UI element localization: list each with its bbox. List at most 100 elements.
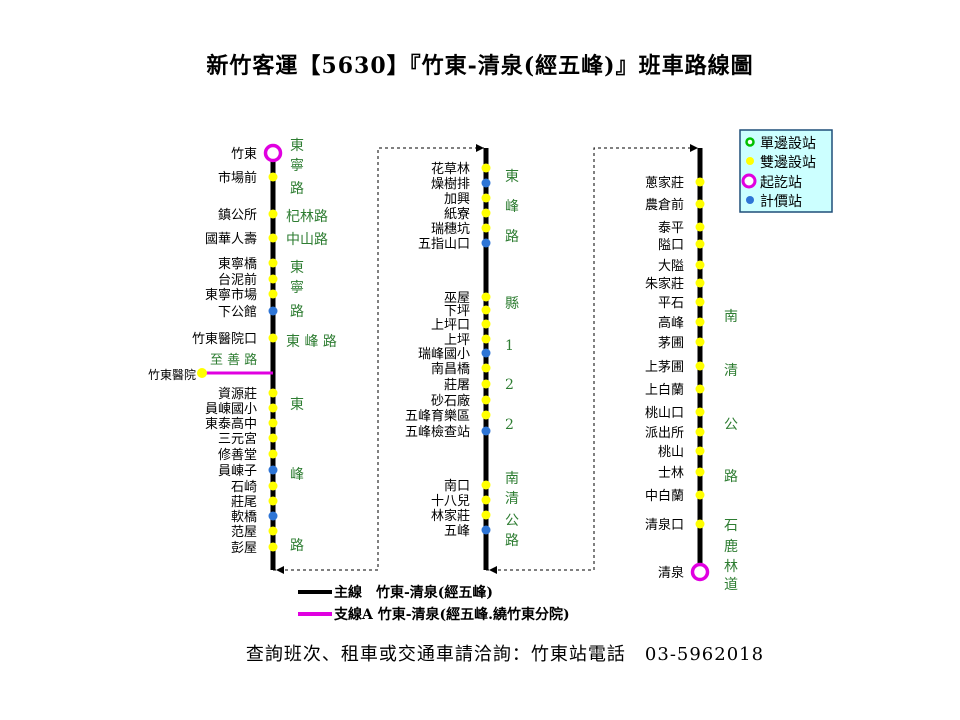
stop-label: 蔥家莊 [645,175,684,191]
stop-marker: 下坪 [444,304,491,319]
double-stop-icon [268,496,278,506]
stop-label: 朱家莊 [645,276,684,292]
stop-marker: 加興 [444,192,491,207]
stop-label: 國華人壽 [205,232,257,247]
stop-marker: 上坪口 [431,318,491,333]
stop-label: 修善堂 [218,447,257,463]
stop-label: 員崠國小 [205,402,257,417]
stop-label: 市場前 [218,170,257,186]
double-stop-icon [695,317,705,327]
stop-label: 南昌橋 [431,361,470,377]
stop-marker: 紙寮 [444,206,491,222]
double-stop-icon [481,379,491,389]
stop-label: 泰平 [658,221,684,236]
stop-label: 員崠子 [218,464,257,479]
stop-label: 資源莊 [218,387,257,402]
stop-label: 下公館 [218,305,257,320]
road-label: 清 [724,363,738,379]
terminal-stop-icon [263,143,283,163]
double-stop-icon [268,418,278,428]
stop-label: 紙寮 [444,206,470,222]
column3-stops: 蔥家莊農倉前泰平隘口大隘朱家莊平石高峰茅圃上茅圃上白蘭桃山口派出所桃山士林中白蘭… [645,175,710,582]
stop-label: 清泉口 [645,517,684,533]
stop-marker: 竹東 [231,143,283,163]
double-stop-icon [695,361,705,371]
road-label: 2 [505,417,514,433]
stop-label: 三元宮 [218,431,257,447]
stop-marker: 十八兒 [431,494,491,509]
stop-label: 隘口 [658,238,684,253]
legend-single-label: 單邊設站 [760,136,816,152]
double-stop-icon [481,395,491,405]
stop-label: 加興 [444,192,470,207]
stop-label: 士林 [658,466,684,481]
road-label: 道 [724,577,738,593]
stop-label: 莊尾 [231,495,257,510]
double-stop-icon [481,510,491,520]
connector-2-3 [486,147,700,571]
double-stop-icon [268,172,278,182]
arrow-head-4 [690,144,698,152]
stop-marker: 桃山 [658,445,705,460]
stop-marker: 三元宮 [218,431,278,447]
fare-stop-icon [481,525,491,535]
stop-label: 石崎 [231,480,257,495]
double-stop-icon [695,278,705,288]
line-legend-branch: 支線A 竹東-清泉(經五峰.繞竹東分院) [333,606,570,623]
branch-stop-label: 竹東醫院 [148,368,196,382]
stop-marker: 花草林 [431,161,491,177]
stop-label: 平石 [658,296,684,311]
road-label: 南 [724,309,738,325]
double-stop-icon [481,495,491,505]
double-stop-icon [695,467,705,477]
stop-marker: 朱家莊 [645,276,705,292]
road-label: 路 [724,469,738,485]
road-label: 南 [505,471,519,487]
stop-label: 高峰 [658,315,684,331]
stop-marker: 市場前 [218,170,278,186]
double-stop-icon [695,260,705,270]
stop-label: 鎮公所 [218,207,257,223]
road-label: 路 [290,538,304,554]
stop-label: 砂石廠 [431,393,470,409]
double-stop-icon [481,292,491,302]
double-stop-icon [481,334,491,344]
stop-marker: 台泥前 [218,272,278,288]
stop-label: 花草林 [431,161,470,177]
fare-stop-icon [268,465,278,475]
stop-marker: 員崠子 [218,464,278,479]
arrow-head-1 [276,566,284,574]
stop-marker: 大隘 [658,259,705,274]
fare-stop-icon [481,348,491,358]
double-stop-icon [268,233,278,243]
contact-info: 查詢班次、租車或交通車請洽詢：竹東站電話 03-5962018 [245,644,765,665]
road-label: 路 [290,304,304,320]
road-label: 東 [505,169,519,185]
road-label: 峰 [505,199,519,215]
road-label: 公 [505,513,519,529]
fare-stop-icon [268,306,278,316]
stop-marker: 莊尾 [231,495,278,510]
double-stop-icon [481,319,491,329]
road-label: 杞林路 [286,209,328,225]
stop-label: 竹東醫院口 [192,331,257,347]
road-label: 東 [290,138,304,154]
stop-marker: 資源莊 [218,387,278,402]
double-stop-icon [268,289,278,299]
stop-marker: 五指山口 [418,237,491,252]
stop-marker: 國華人壽 [205,232,278,247]
double-stop-icon [268,403,278,413]
stop-marker: 砂石廠 [431,393,491,409]
stop-label: 五指山口 [418,237,470,252]
stop-label: 彭屋 [231,541,257,556]
stop-marker: 瑞穗坑 [431,222,491,237]
double-stop-icon [268,274,278,284]
stop-label: 桃山 [658,445,684,460]
stop-label: 巫屋 [444,291,470,306]
road-label: 公 [724,417,738,433]
double-stop-icon [695,384,705,394]
road-label: 東 [290,260,304,276]
stop-marker: 燥樹排 [431,177,491,192]
stop-marker: 五峰 [444,524,491,539]
